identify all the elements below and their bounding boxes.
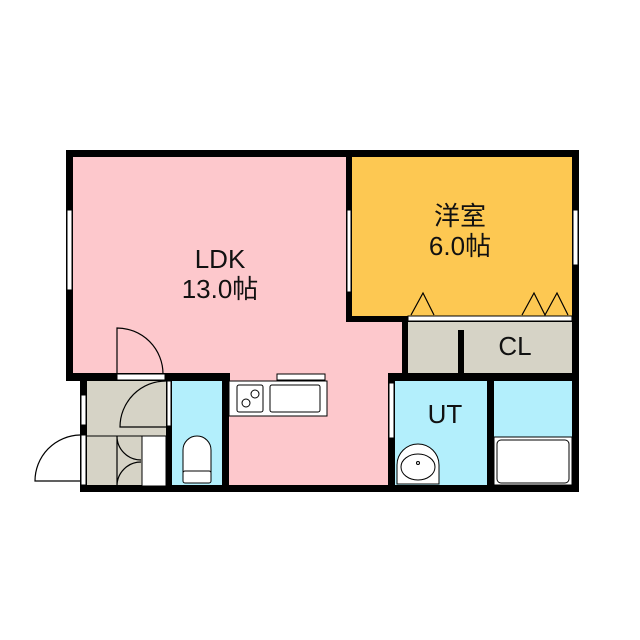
room-label-western: 洋室 6.0帖 (400, 201, 520, 262)
room-label-utility: UT (427, 399, 463, 429)
room-name: 洋室 (433, 201, 486, 231)
window-icon (66, 209, 579, 439)
bathtub-icon (493, 436, 573, 486)
door-openings (80, 315, 573, 486)
room-label-closet: CL (498, 331, 532, 361)
kitchen-counter (228, 380, 328, 417)
room-name: LDK (194, 244, 246, 274)
room-size: 13.0帖 (181, 273, 259, 304)
stove-icon (236, 384, 264, 413)
closet-door-icon (410, 291, 569, 317)
door-swing-icon (34, 327, 167, 487)
room-closet (405, 320, 573, 375)
room-label-ldk: LDK 13.0帖 (160, 244, 280, 305)
shoe-cabinet (141, 435, 167, 487)
sink-icon (269, 384, 321, 413)
room-western (350, 153, 575, 318)
room-size: 6.0帖 (428, 230, 492, 261)
toilet-icon (182, 435, 212, 484)
washbasin-icon (396, 443, 440, 485)
